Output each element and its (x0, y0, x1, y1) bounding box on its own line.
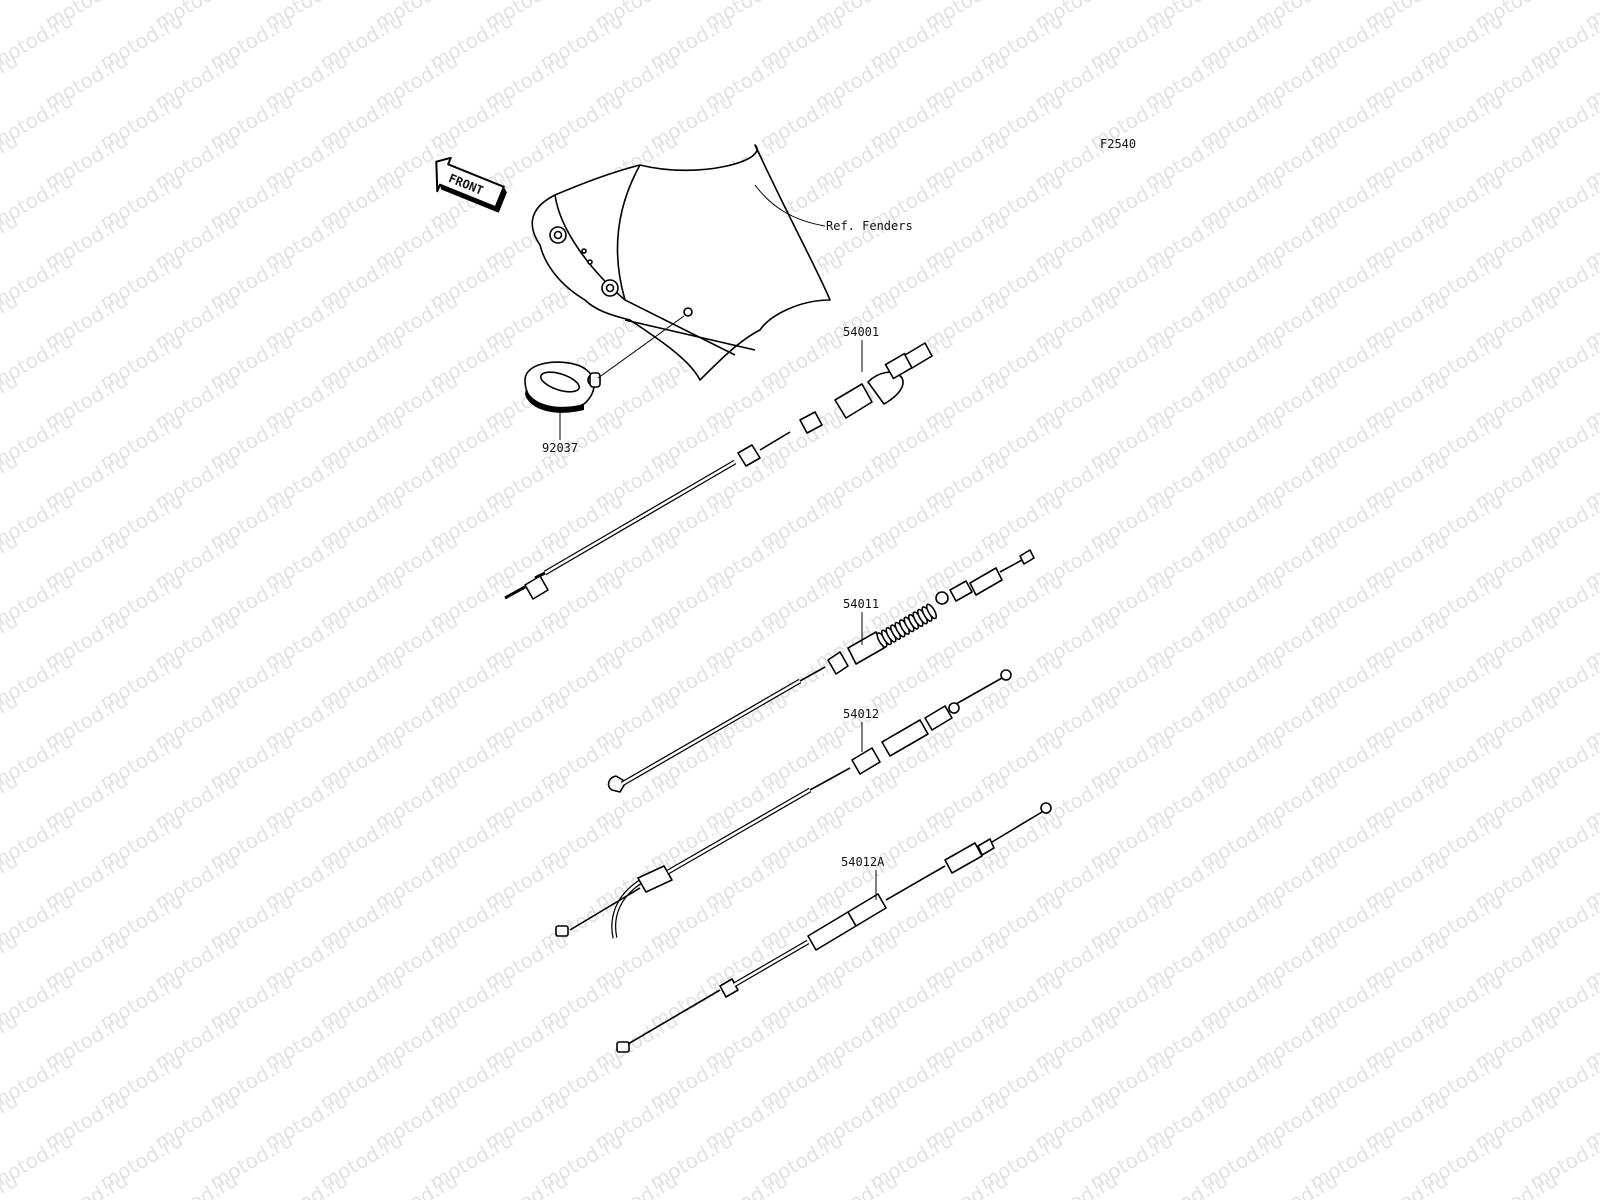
part-number-54001: 54001 (843, 325, 879, 339)
watermark-text: motod.ru (151, 1168, 242, 1200)
throttle-cable-54012A (616, 802, 1052, 1053)
watermark-text: motod.ru (1031, 1168, 1122, 1200)
part-number-54011: 54011 (843, 597, 879, 611)
watermark-text: motod.ru (481, 1168, 572, 1200)
fender-leader (754, 184, 826, 227)
watermark-text: motod.ru (921, 1168, 1012, 1200)
watermark-text: motod.ru (701, 1168, 792, 1200)
reference-label: Ref. Fenders (826, 219, 913, 233)
clamp-part (524, 361, 601, 413)
watermark-text: motod.ru (1361, 1168, 1452, 1200)
watermark-text: motod.ru (41, 1168, 132, 1200)
adjuster-thread (925, 603, 938, 620)
part-number-54012: 54012 (843, 707, 879, 721)
watermark-text: motod.ru (261, 1168, 352, 1200)
clamp-to-fender-leader (597, 315, 685, 379)
watermark-text: motod.ru (591, 1168, 682, 1200)
watermark-text: motod.ru (1141, 1168, 1232, 1200)
figure-code: F2540 (1100, 137, 1136, 151)
fender-reference-drawing (531, 144, 831, 381)
part-number-54012A: 54012A (841, 855, 885, 869)
throttle-cable-54012 (555, 669, 1012, 939)
watermark-text: motod.ru (1581, 1168, 1600, 1200)
part-number-92037: 92037 (542, 441, 578, 455)
watermark-text: motod.ru (811, 1168, 902, 1200)
watermark-text: motod.ru (0, 0, 22, 34)
watermark-text: motod.ru (1471, 1168, 1562, 1200)
front-arrow-icon: FRONT (435, 156, 507, 213)
watermark-text: motod.ru (1251, 1168, 1342, 1200)
clutch-cable (607, 549, 1035, 793)
speedometer-cable (504, 342, 933, 600)
watermark-text: motod.ru (371, 1168, 462, 1200)
